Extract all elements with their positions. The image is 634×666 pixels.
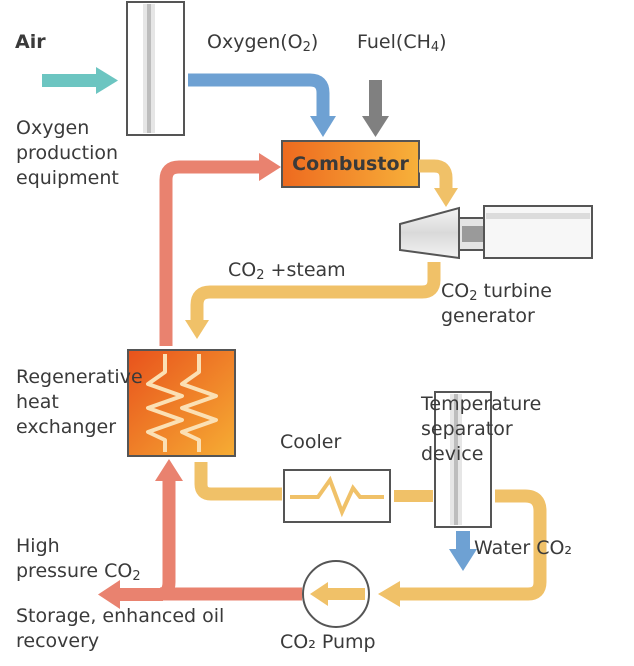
temperature-separator-column [434, 391, 492, 528]
oxygen-arrow [188, 73, 336, 137]
regenerative-heat-exchanger [127, 349, 236, 457]
high-pressure-subscript: 2 [132, 569, 141, 584]
cooler-label: Cooler [280, 431, 342, 453]
turbine-label-suffix: turbine [477, 280, 552, 302]
fuel-label-prefix: Fuel(CH [357, 31, 431, 53]
co2-steam-label: CO2 +steam [228, 258, 346, 288]
hot-co2-return-arrow [159, 153, 281, 346]
co2-pump [302, 560, 370, 628]
high-pressure-prefix: High pressure CO [16, 535, 133, 582]
combustor-label: Combustor [292, 153, 409, 175]
turbine-label-prefix: CO [441, 280, 470, 302]
fuel-label: Fuel(CH4) [357, 30, 447, 60]
fuel-label-subscript: 4 [430, 40, 440, 55]
co2-pump-label: CO₂ Pump [280, 631, 376, 653]
separator-to-pump-arrow [378, 489, 547, 607]
air-label: Air [15, 31, 46, 53]
combustor-box [281, 140, 420, 188]
combustor-to-turbine-arrow [419, 159, 458, 207]
oxygen-label-suffix: ) [310, 31, 319, 53]
oxygen-production-equipment-column [126, 1, 185, 136]
turbine-generator [399, 205, 593, 260]
co2-steam-suffix: +steam [264, 259, 346, 281]
cooler [283, 469, 391, 523]
turbine-label-line2: generator [441, 305, 535, 327]
water-outlet-arrow [449, 531, 477, 571]
oxygen-equipment-label: Oxygen production equipment [16, 117, 119, 189]
storage-label: Storage, enhanced oil recovery [16, 605, 225, 652]
oxygen-label-subscript: 2 [302, 40, 311, 55]
cooler-to-separator-line [394, 490, 433, 502]
oxygen-label-prefix: Oxygen(O [207, 31, 303, 53]
water-co2-label: Water CO₂ [474, 537, 573, 559]
air-arrow [42, 67, 118, 94]
high-pressure-co2-arrow [98, 459, 302, 609]
high-pressure-co2-label: High pressure CO2 [16, 534, 141, 589]
co2-steam-subscript: 2 [256, 268, 265, 283]
co2-steam-prefix: CO [228, 259, 257, 281]
oxygen-label: Oxygen(O2) [207, 30, 318, 60]
regen-hx-label: Regenerative heat exchanger [16, 366, 143, 438]
temp-separator-label: Temperature separator device [421, 393, 542, 465]
turbine-label-subscript: 2 [469, 289, 478, 304]
turbine-label-line1: CO2 turbine [441, 279, 552, 309]
fuel-arrow [362, 80, 389, 137]
fuel-label-suffix: ) [439, 31, 447, 53]
turbine-exhaust-arrow [185, 262, 441, 339]
hx-to-cooler-line [194, 462, 282, 501]
